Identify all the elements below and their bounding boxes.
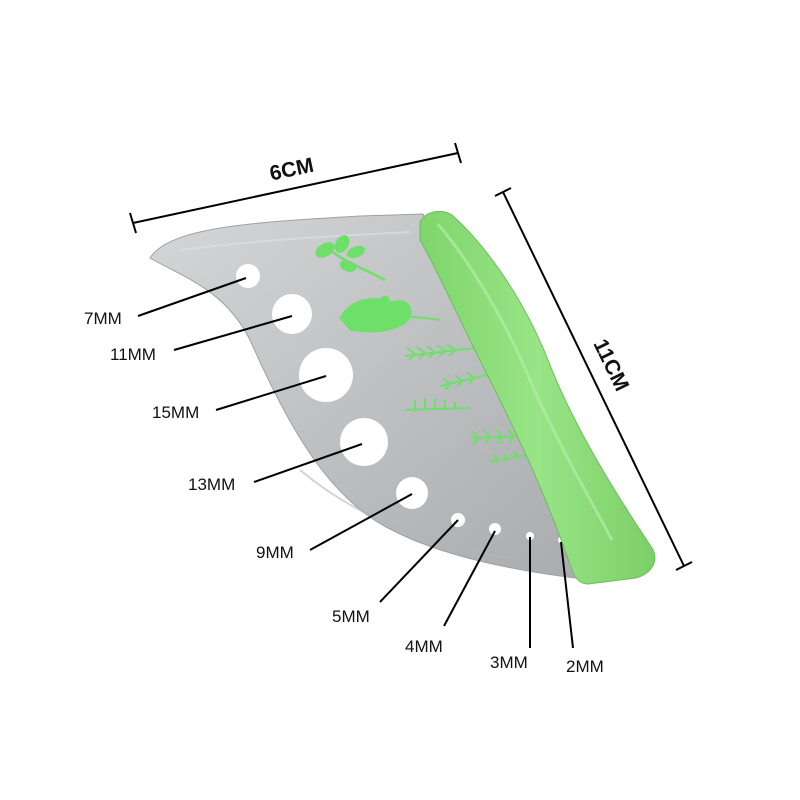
hole-label-5mm: 5MM	[332, 607, 370, 626]
hole-label-4mm: 4MM	[405, 637, 443, 656]
hole-label-11mm: 11MM	[110, 345, 156, 364]
herb-prints	[315, 235, 526, 463]
hole-label-9mm: 9MM	[256, 543, 294, 562]
hole-size-labels: 7MM 11MM 15MM 13MM 9MM 5MM 4MM 3MM 2MM	[84, 309, 604, 676]
green-handle	[419, 211, 656, 585]
herb-leaf-icon	[315, 235, 386, 282]
hole-label-3mm: 3MM	[490, 653, 528, 672]
steel-blade	[149, 213, 591, 579]
herb-rosemary-icon	[404, 343, 501, 391]
hole-label-15mm: 15MM	[152, 403, 199, 422]
herb-lavender-icon	[339, 295, 441, 333]
herb-thyme-icon	[404, 398, 526, 463]
hole-label-13mm: 13MM	[188, 475, 235, 494]
hole-label-7mm: 7MM	[84, 309, 122, 328]
width-label: 6CM	[268, 154, 316, 186]
length-label: 11CM	[588, 335, 633, 394]
hole-leader-lines	[137, 277, 574, 649]
hole-label-2mm: 2MM	[566, 657, 604, 676]
